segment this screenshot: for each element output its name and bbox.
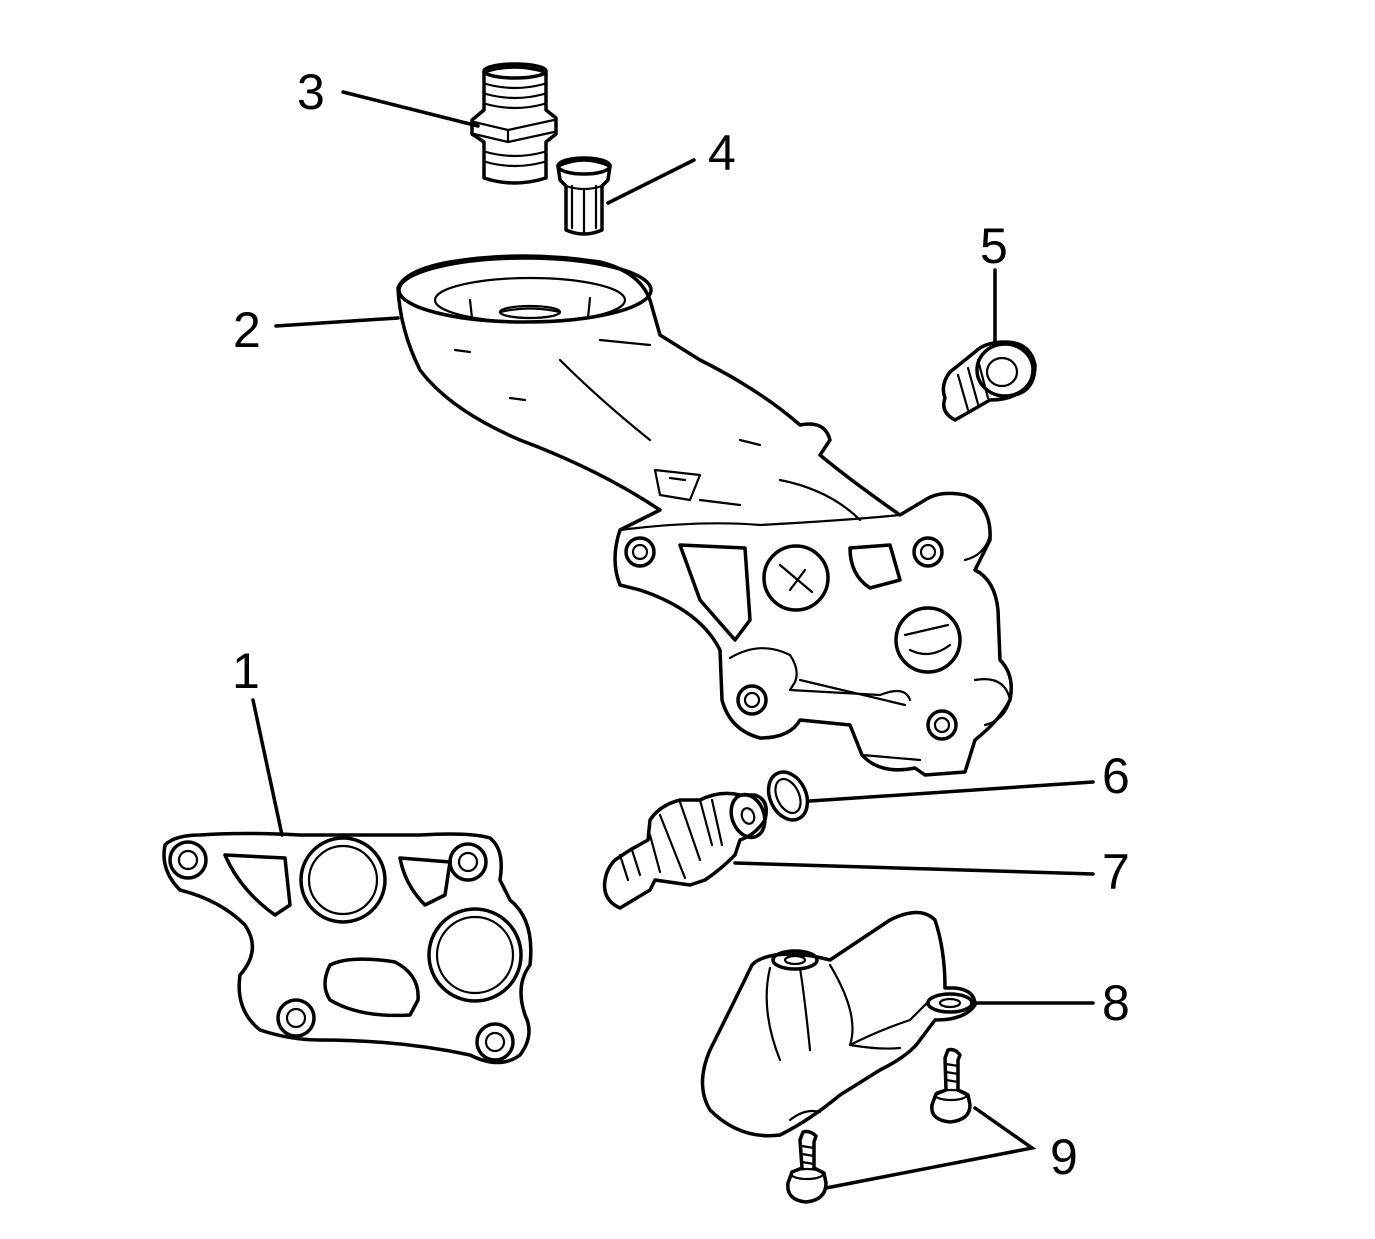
callout-1: 1 [232,643,260,699]
part-5-bolt [941,340,1037,422]
part-1-gasket [162,831,533,1065]
part-8-bracket [700,910,977,1138]
callout-5: 5 [980,218,1008,274]
callout-9: 9 [1050,1129,1078,1185]
leader-lines [251,90,1095,1190]
callout-4: 4 [708,125,736,181]
part-3-fitting [470,62,558,185]
part-9-stud-upper [930,1047,972,1124]
callout-6: 6 [1102,748,1130,804]
callout-2: 2 [233,302,261,358]
callout-8: 8 [1102,975,1130,1031]
part-7-sensor [602,791,768,910]
part-2-housing [396,254,1013,777]
part-4-sleeve [556,156,612,236]
callout-7: 7 [1102,844,1130,900]
part-9-stud-lower [786,1129,828,1204]
callout-3: 3 [297,64,325,120]
part-6-o-ring [766,770,810,822]
